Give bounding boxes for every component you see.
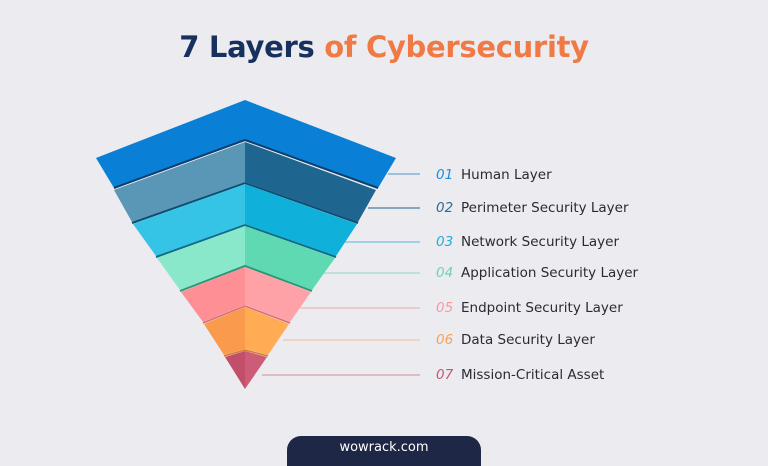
layer-label-03: 03 Network Security Layer — [436, 233, 619, 251]
layer-number: 03 — [436, 234, 454, 250]
layer-name: Perimeter Security Layer — [461, 200, 629, 216]
footer-website-text: wowrack.com — [339, 440, 429, 455]
pyramid-layer-06 — [204, 307, 289, 357]
layer-name: Endpoint Security Layer — [461, 300, 623, 316]
layer-number: 06 — [436, 332, 454, 348]
pyramid-layer-03 — [133, 184, 357, 258]
page-title: 7 Layers of Cybersecurity — [0, 30, 768, 64]
pyramid-layer-02 — [114, 142, 376, 224]
title-part-2: of Cybersecurity — [324, 30, 589, 64]
layer-label-02: 02 Perimeter Security Layer — [436, 199, 629, 217]
layer-label-05: 05 Endpoint Security Layer — [436, 299, 623, 317]
layer-number: 02 — [436, 200, 454, 216]
layer-number: 05 — [436, 300, 454, 316]
pyramid-layer-07 — [225, 351, 267, 389]
title-part-1: 7 Layers — [179, 30, 315, 64]
connector-lines — [262, 173, 420, 376]
layer-number: 07 — [436, 367, 454, 383]
layer-name: Mission-Critical Asset — [461, 367, 605, 383]
layer-label-07: 07 Mission-Critical Asset — [436, 366, 604, 384]
layer-name: Data Security Layer — [461, 332, 595, 348]
pyramid-layer-01 — [96, 100, 396, 189]
pyramid-layer-05 — [181, 267, 311, 324]
layer-label-01: 01 Human Layer — [436, 166, 552, 184]
footer-website-tab: wowrack.com — [287, 436, 481, 466]
layer-name: Application Security Layer — [461, 265, 639, 281]
layer-name: Human Layer — [461, 167, 552, 183]
layer-name: Network Security Layer — [461, 234, 620, 250]
layer-label-06: 06 Data Security Layer — [436, 331, 595, 349]
layer-label-04: 04 Application Security Layer — [436, 264, 638, 282]
pyramid-layer-04 — [157, 226, 335, 292]
layer-number: 01 — [436, 167, 454, 183]
layer-number: 04 — [436, 265, 454, 281]
